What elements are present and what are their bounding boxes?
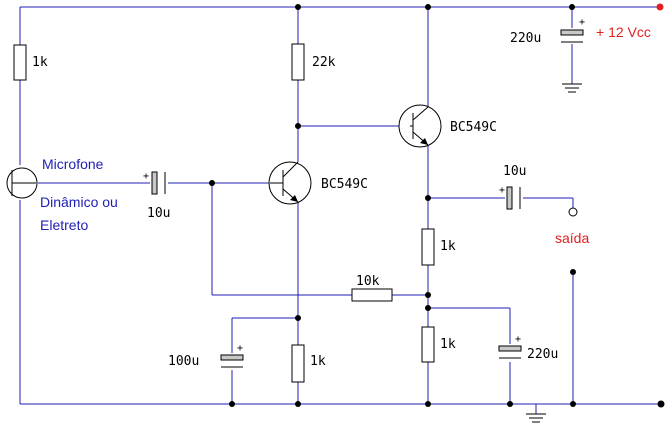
microphone-symbol <box>6 167 38 199</box>
polarity-mark-bottom: + <box>515 334 521 345</box>
label-mic-line1: Microfone <box>42 156 104 172</box>
label-r-collector: 22k <box>312 55 336 70</box>
resistor-bias-low <box>421 326 435 363</box>
ground-symbol-supply <box>562 83 582 93</box>
label-q1: BC549C <box>321 177 368 192</box>
capacitor-emitter <box>220 354 244 368</box>
polarity-mark-supply: + <box>579 17 585 28</box>
resistor-mic <box>13 44 27 81</box>
label-supply: + 12 Vcc <box>596 24 651 40</box>
supply-terminal <box>656 3 664 11</box>
label-output: saída <box>555 230 589 246</box>
junction-dots <box>209 4 665 408</box>
label-q2: BC549C <box>450 120 497 135</box>
label-r-mic: 1k <box>32 55 48 70</box>
resistor-10k <box>351 288 393 302</box>
label-mic-line2: Dinâmico ou <box>40 194 118 210</box>
output-terminal <box>568 207 578 217</box>
label-c-supply: 220u <box>510 31 541 46</box>
label-r-feedback: 10k <box>356 274 380 289</box>
label-c-emitter: 100u <box>168 354 199 369</box>
label-r-bias-low: 1k <box>440 337 456 352</box>
resistor-22k <box>291 43 305 81</box>
label-mic-line3: Eletreto <box>40 217 88 233</box>
polarity-mark-input: + <box>143 171 149 182</box>
capacitor-supply <box>560 29 584 43</box>
wires <box>19 6 660 414</box>
label-c-output: 10u <box>503 164 526 179</box>
polarity-mark-emitter: + <box>237 343 243 354</box>
transistor-q2 <box>398 104 442 148</box>
label-c-bottom: 220u <box>527 347 558 362</box>
resistor-output <box>421 228 435 266</box>
capacitor-bottom <box>498 345 522 359</box>
capacitor-output <box>506 186 521 210</box>
label-r-output: 1k <box>440 239 456 254</box>
label-r-emitter: 1k <box>310 354 326 369</box>
transistor-q1 <box>268 161 312 205</box>
ground-symbol-bottom <box>526 413 546 423</box>
label-c-input: 10u <box>147 206 170 221</box>
capacitor-input <box>151 171 166 195</box>
resistor-q1-emitter <box>291 344 305 383</box>
polarity-mark-output: + <box>499 185 505 196</box>
